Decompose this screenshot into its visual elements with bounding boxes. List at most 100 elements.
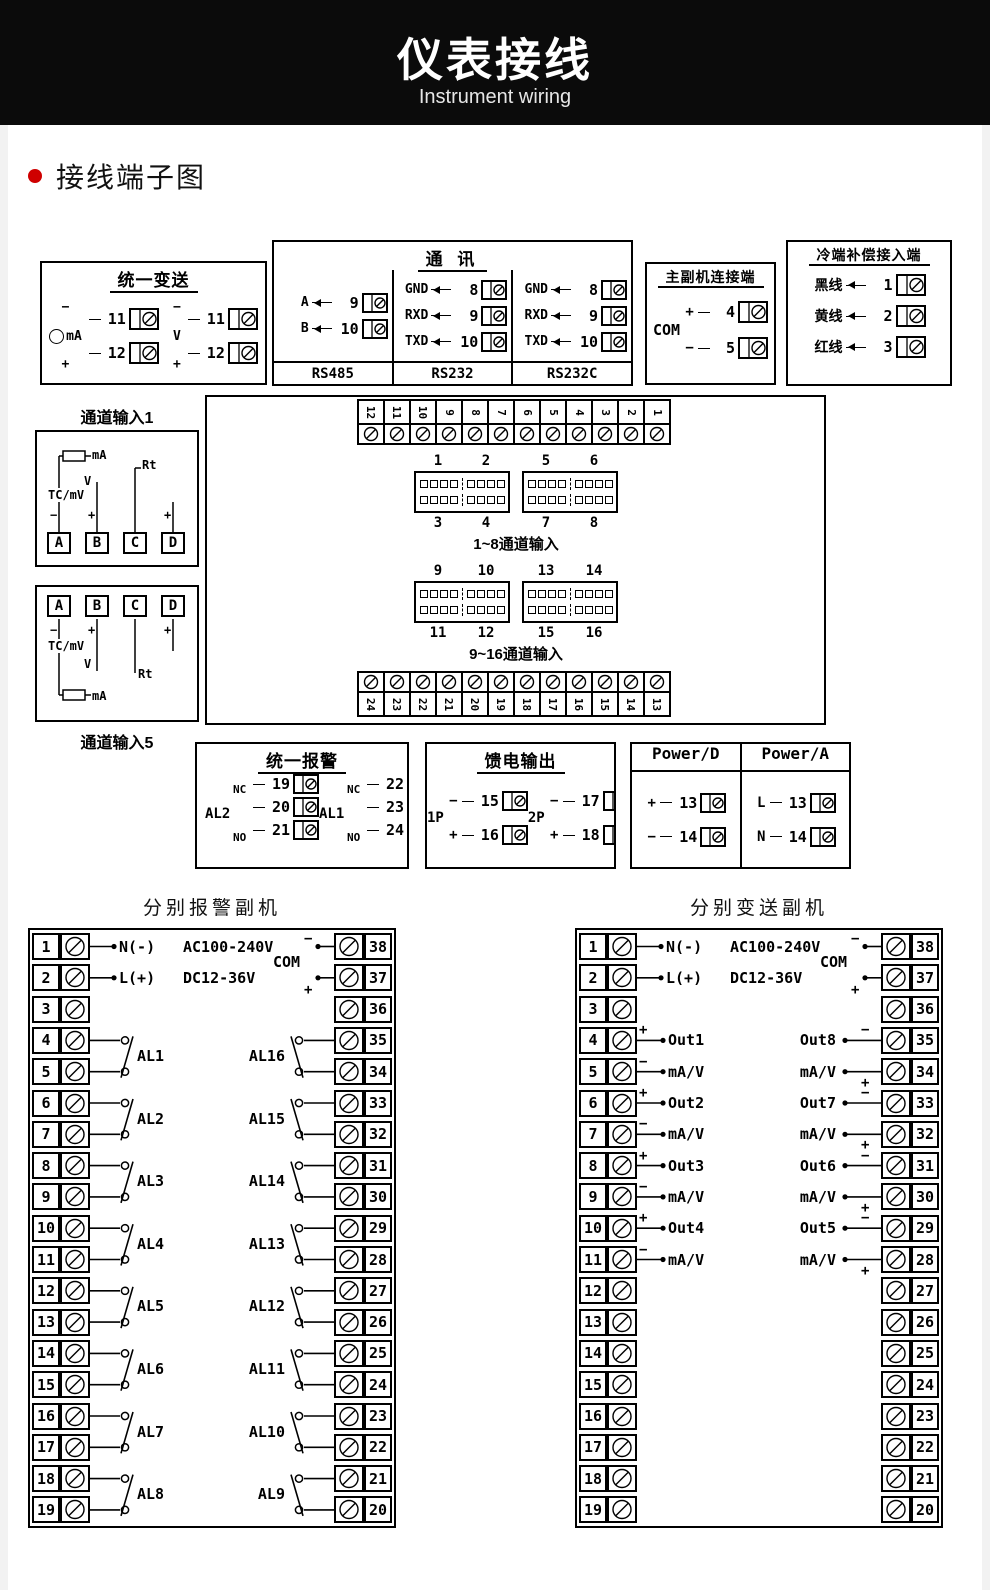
screw-terminal-icon [60,995,90,1023]
screw-terminal-icon [361,292,388,313]
screw-terminal-icon [881,1371,911,1399]
connector-pin [527,589,536,598]
connector-pin [604,589,613,598]
sign: + [639,1085,648,1101]
screw-terminal [809,826,836,847]
connector-pin [486,479,495,488]
screw-terminal-icon [60,1277,90,1305]
screw-terminal [881,1277,911,1305]
channel5-box: A B C D − + + TC/mV V Rt mA [35,585,199,722]
terminal-number: 18 [581,826,600,844]
terminal-d: D [161,532,185,554]
screw-terminal-icon [601,331,628,352]
terminal-number: 34 [911,1058,939,1086]
screw-terminal [607,1246,637,1273]
screw-terminal [513,671,541,693]
ma-label: mA [91,448,108,462]
master-slave-body: COM +4 −5 [647,287,774,373]
strip-number: 5 [539,399,567,425]
strip-number: 4 [565,399,593,425]
terminal-number: 16 [579,1402,607,1430]
terminal-strip-cell: 11 [383,399,411,445]
connector-pin [584,479,593,488]
screw-terminal-icon [334,1246,364,1273]
sign: − [861,1085,870,1101]
sign: − [639,1053,648,1070]
screw-terminal [60,1308,90,1336]
terminal-number: 25 [364,1339,392,1367]
group-label: V [173,328,181,344]
terminal-number: 32 [911,1120,939,1148]
connector-pin [429,479,438,488]
terminal-row: 12 [87,342,159,364]
sign: N [757,828,766,845]
wire [367,829,379,831]
terminal-number: 20 [364,1496,392,1524]
connector-pin [439,606,448,615]
screw-terminal-icon [334,1496,364,1524]
sign: + [639,1022,648,1039]
screw-terminal [881,933,911,960]
box-title: 统一变送 [42,266,265,293]
screw-terminal [881,1152,911,1180]
screw-terminal [357,423,385,445]
connector-pin-number: 5 [541,453,551,469]
screw-terminal [334,1152,364,1180]
terminal-number: 19 [579,1496,607,1524]
terminal-number: 13 [579,1308,607,1336]
screw-terminal [895,305,926,327]
wiring-svg [58,619,174,701]
alarm-group-label: AL10 [232,1422,286,1441]
sign: + [861,1199,870,1216]
screw-terminal [334,1371,364,1399]
connector-pin [466,479,475,488]
screw-terminal [881,964,911,992]
screw-terminal [334,1246,364,1273]
terminal-number: 35 [911,1026,939,1054]
connector-pin-number: 12 [477,625,495,641]
screw-terminal [881,1433,911,1461]
alarm-group-al2: NC AL2 NO 19 20 21 [205,774,319,844]
sign: − [550,793,559,809]
screw-terminal-icon [481,331,508,352]
transmit-group-v: − V + 11 12 [173,300,258,372]
signal-label: TXD [404,334,429,349]
connector-pin [557,606,566,615]
screw-terminal-icon [565,671,593,693]
connector-pin [547,479,556,488]
terminal-strip-cell: 24 [357,671,385,717]
screw-terminal [513,423,541,445]
sign: − [49,508,59,522]
power-header: Power/A [741,744,849,772]
screw-terminal [334,1089,364,1117]
wire [562,800,575,802]
wire [698,347,711,349]
screw-terminal-icon [334,995,364,1023]
alarm-group-label: AL6 [136,1360,166,1379]
screw-terminal-icon [334,1120,364,1148]
connector-pin [419,479,428,488]
screw-terminal-icon [700,792,727,813]
terminal-strip-cell: 7 [487,399,515,445]
terminal-number: 37 [364,964,392,992]
wiring-svg [637,943,881,1263]
terminal-number: 12 [206,344,225,362]
screw-terminal [60,1058,90,1086]
feed-label: 2P [527,810,545,826]
connector-pin [537,589,546,598]
screw-terminal [881,1058,911,1086]
signal-label: A [300,295,309,310]
screw-terminal-icon [881,933,911,960]
terminal-b: B [85,532,109,554]
connector-pin-number: 16 [585,625,603,641]
connector-pin [604,606,613,615]
screw-terminal-icon [60,1433,90,1461]
sign: − [647,828,656,845]
strip-number: 14 [617,691,645,717]
terminal-number: 15 [579,1371,607,1399]
screw-terminal [60,1246,90,1273]
unified-alarm-box: 统一报警 NC AL2 NO 19 20 21 NC AL1 NO 22 23 [195,742,409,869]
screw-terminal [60,1465,90,1493]
